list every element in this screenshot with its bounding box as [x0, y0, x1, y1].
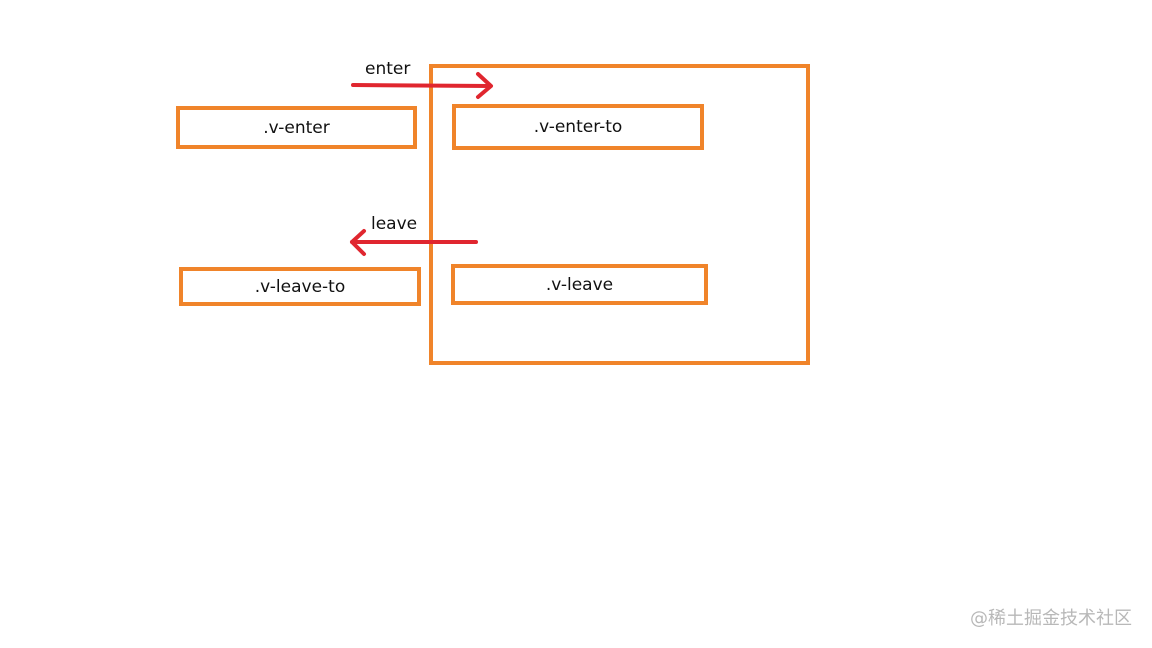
v-enter-box: .v-enter [176, 106, 417, 149]
v-enter-to-box: .v-enter-to [452, 104, 704, 150]
leave-arrow-label: leave [371, 214, 418, 234]
v-leave-label: .v-leave [545, 274, 614, 295]
v-enter-to-label: .v-enter-to [533, 117, 623, 137]
v-leave-to-label: .v-leave-to [254, 276, 346, 297]
element-container-box [429, 64, 810, 365]
v-leave-to-box: .v-leave-to [179, 267, 421, 306]
v-leave-box: .v-leave [451, 264, 708, 305]
leave-arrow [350, 229, 478, 256]
enter-arrow [351, 72, 493, 99]
v-enter-label: .v-enter [263, 117, 330, 138]
enter-arrow-label: enter [365, 59, 411, 79]
watermark-text: @稀土掘金技术社区 [970, 608, 1132, 629]
